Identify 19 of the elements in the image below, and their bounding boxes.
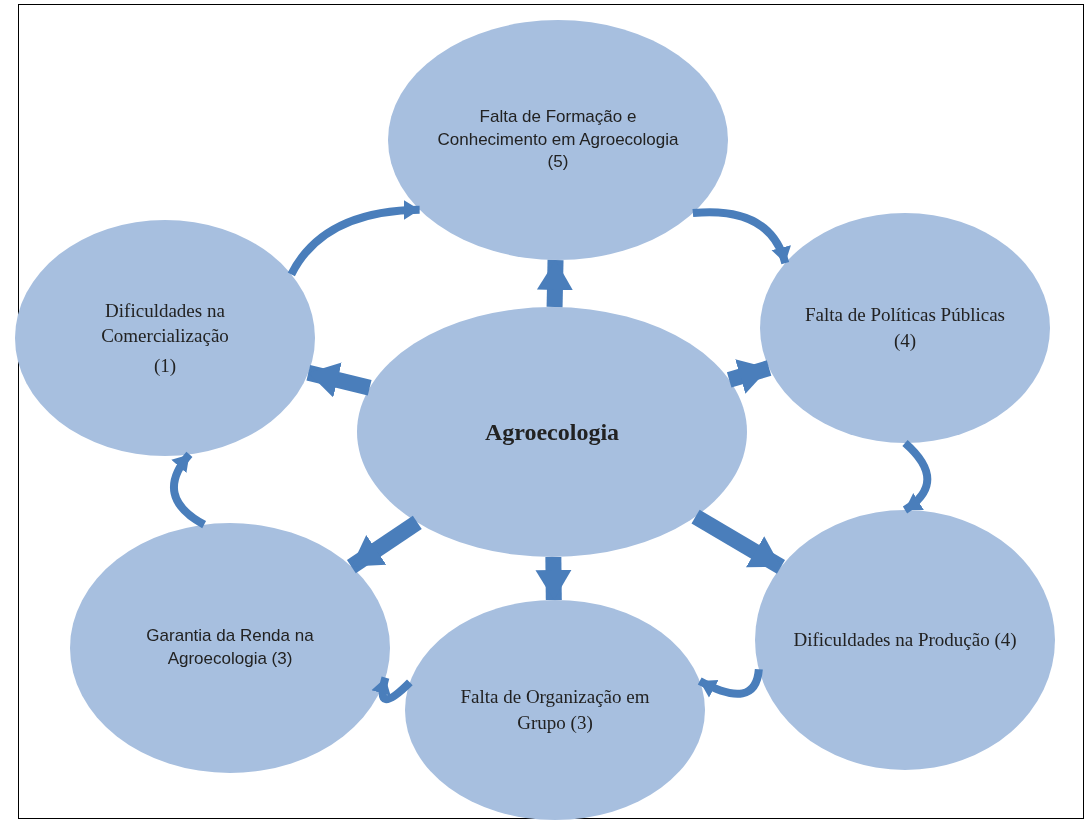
block-arrow: [306, 362, 372, 398]
block-arrow: [536, 259, 573, 308]
node-label: Falta de Formação e Conhecimento em Agroecologia (5): [436, 105, 680, 174]
node-label: Falta de Organização em Grupo (3): [459, 685, 651, 735]
curved-arrow: [287, 200, 420, 277]
block-arrow: [535, 556, 572, 601]
node-label: Dificuldades na Produção (4): [793, 628, 1017, 653]
block-arrow: [726, 359, 772, 394]
node-label: Dificuldades na Comercialização: [100, 298, 230, 349]
curved-arrow: [692, 208, 790, 265]
block-arrow: [691, 509, 785, 574]
node-label: Garantia da Renda na Agroecologia (3): [145, 625, 315, 670]
node-label: Falta de Políticas Públicas (4): [804, 303, 1006, 353]
block-arrow: [346, 515, 422, 574]
node-label: (1): [153, 353, 177, 378]
curved-arrow: [902, 440, 932, 514]
curved-arrow: [170, 451, 207, 529]
node-label: Agroecologia: [484, 417, 620, 447]
curved-arrow: [371, 676, 413, 703]
